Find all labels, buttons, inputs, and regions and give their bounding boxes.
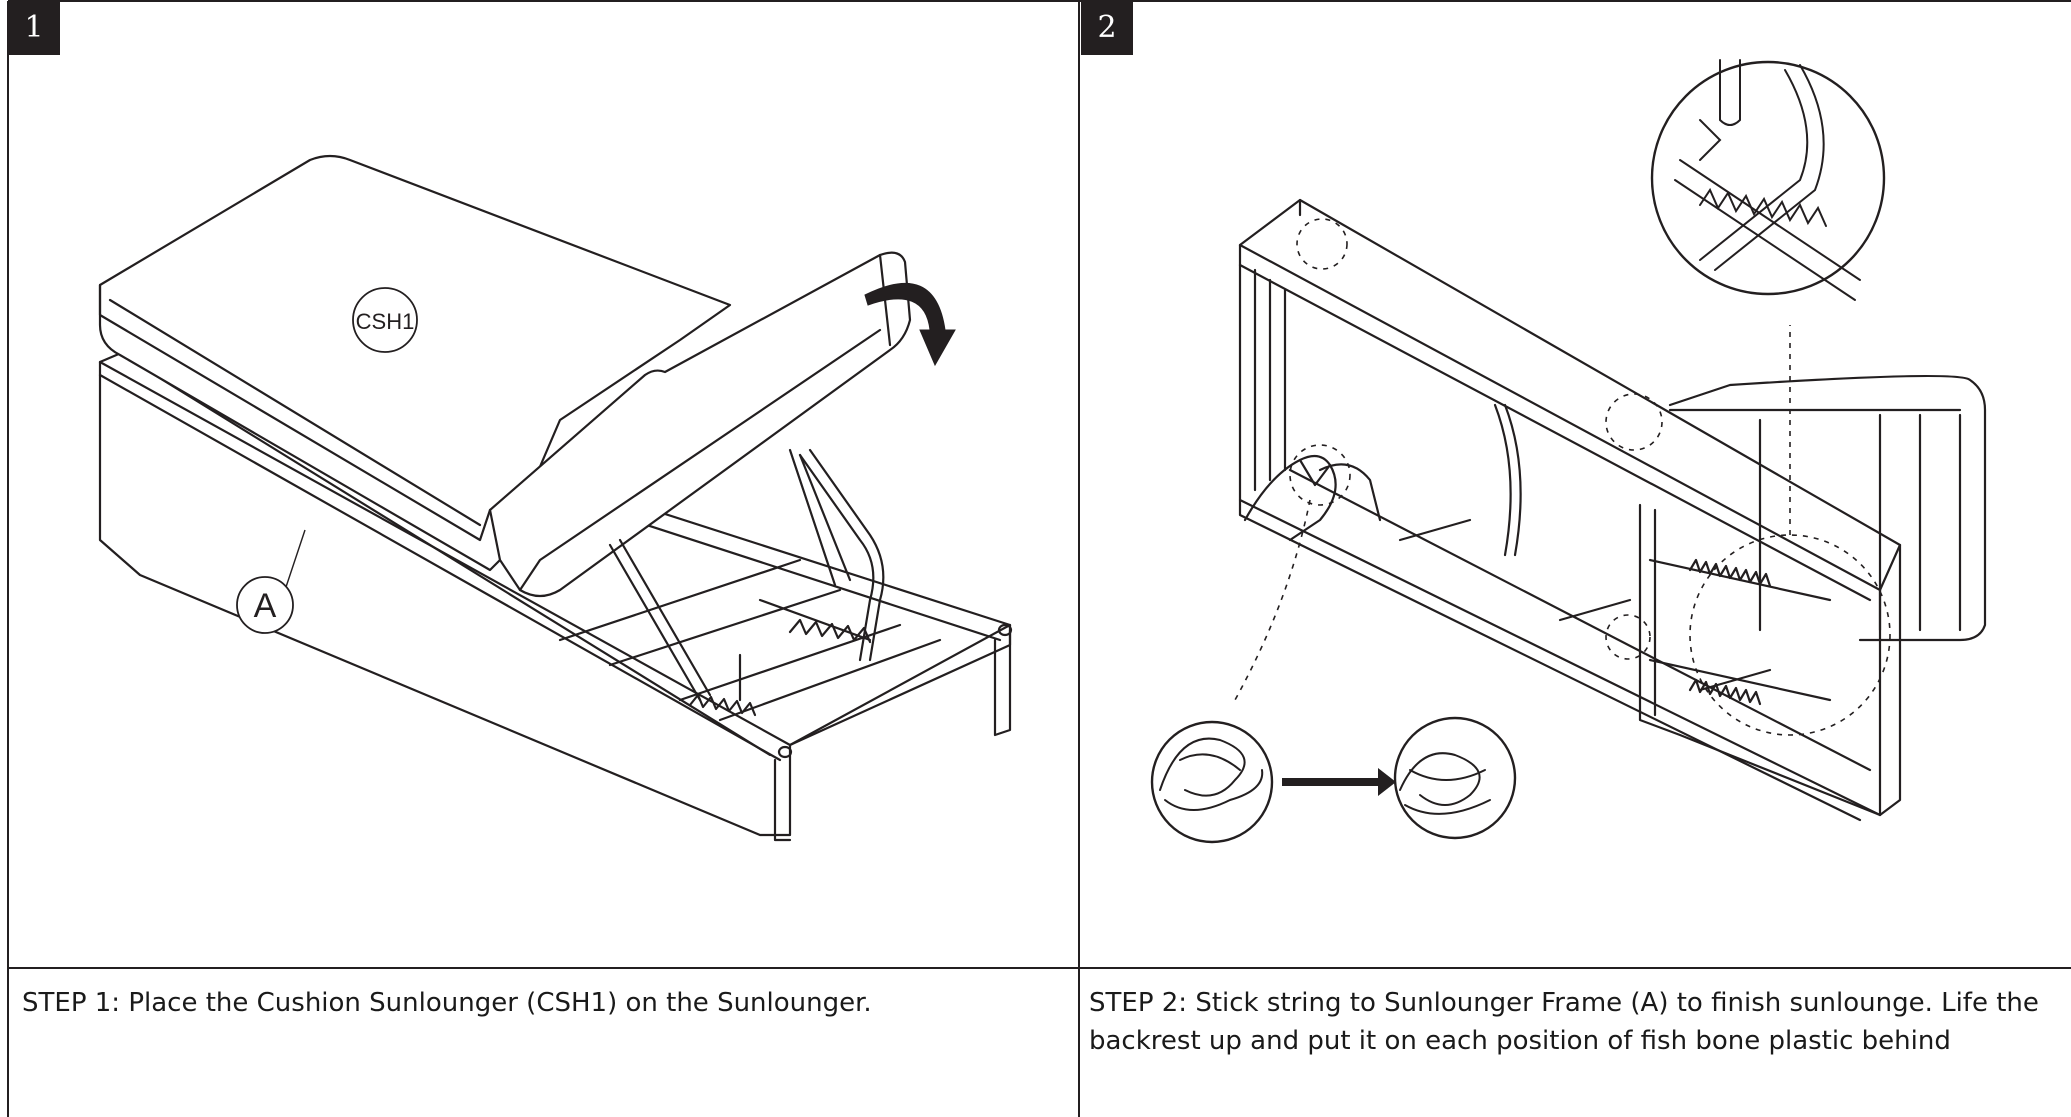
step-2-panel: 2 STEP 2: Stick string to Sunlounger Fra… — [1079, 0, 2071, 1117]
step-1-number-badge: 1 — [8, 0, 60, 55]
step-1-caption: STEP 1: Place the Cushion Sunlounger (CS… — [22, 988, 872, 1018]
step-2-caption: STEP 2: Stick string to Sunlounger Frame… — [1089, 988, 2039, 1056]
step-2-number-badge: 2 — [1081, 0, 1133, 55]
callout-cushion: CSH1 — [356, 309, 415, 334]
step-1-panel: 1 STEP 1: Place the Cushion Sunlounger (… — [8, 0, 1079, 1117]
callout-frame: A — [254, 587, 277, 625]
